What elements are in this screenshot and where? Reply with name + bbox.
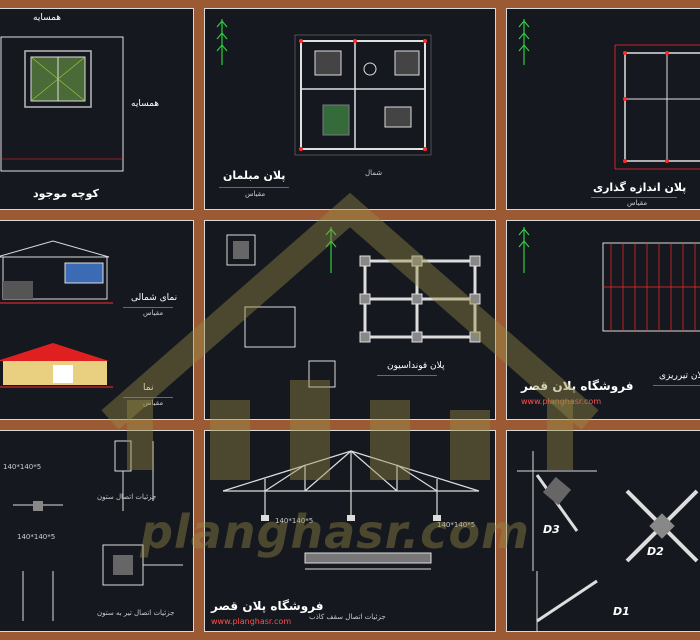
site-plan-drawing (0, 36, 124, 172)
beam-column-detail-note: جزئیات اتصال تیر به ستون (97, 609, 175, 617)
title-underline (219, 187, 289, 188)
column-detail-note: جزئیات اتصال ستون (97, 493, 157, 501)
store-url[interactable]: www.planghasr.com (521, 397, 602, 406)
foundation-plan-title: پلان فونداسیون (387, 361, 445, 371)
title-underline (377, 375, 437, 376)
furniture-plan-panel: پلان مبلمان مقیاس شمال (204, 8, 496, 210)
detail-d3-label: D3 (543, 523, 560, 536)
north-arrow (518, 227, 530, 273)
store-name: فروشگاه پلان قصر (211, 599, 324, 613)
north-elevation-title: نمای شمالی (131, 293, 178, 303)
furniture-plan-title: پلان مبلمان (223, 169, 286, 182)
beam-plan-panel: پلان تیرریزی فروشگاه پلان قصر www.plangh… (506, 220, 700, 420)
beam-plan-drawing (518, 227, 700, 332)
watermark-text: planghasr.com (140, 505, 530, 559)
dimension-plan-drawing (518, 19, 700, 170)
title-underline (653, 385, 700, 386)
elevation-title: نما (143, 383, 154, 393)
elevation-scale: مقیاس (143, 399, 164, 407)
ceiling-detail-note: جزئیات اتصال سقف کاذب (309, 613, 386, 621)
connection-details-panel: 140*140*5 140*140*5 جزئیات اتصال ستون جز… (0, 430, 194, 632)
dimension-plan-scale: مقیاس (627, 199, 648, 207)
elevations-panel: نمای شمالی مقیاس نما مقیاس (0, 220, 194, 420)
dimension-label-2: 140*140*5 (17, 533, 56, 541)
site-plan-panel: همسایه همسایه کوچه موجود (0, 8, 194, 210)
furniture-plan-drawing (216, 19, 432, 156)
title-underline (123, 307, 173, 308)
truss-detail-drawing (222, 450, 480, 570)
dimension-label-1: 140*140*5 (3, 463, 42, 471)
dimension-plan-title: پلان اندازه گذاری (593, 181, 687, 194)
top-neighbor-label: همسایه (33, 13, 62, 23)
north-elevation-scale: مقیاس (143, 309, 164, 317)
furniture-plan-scale: مقیاس (245, 190, 266, 198)
detail-d1-label: D1 (613, 605, 630, 618)
north-arrow (325, 227, 337, 273)
dimension-label-2: 140*140*5 (437, 521, 476, 529)
elevations-drawing (0, 240, 113, 388)
bracing-details-panel: D3 D2 D1 (506, 430, 700, 632)
foundation-plan-panel: پلان فونداسیون (204, 220, 496, 420)
store-name: فروشگاه پلان قصر (521, 379, 634, 393)
dimension-label-1: 140*140*5 (275, 517, 314, 525)
title-underline (123, 397, 173, 398)
connection-details-drawing (13, 440, 183, 621)
beam-plan-title: پلان تیرریزی (659, 371, 700, 381)
street-label: کوچه موجود (33, 187, 99, 200)
detail-d2-label: D2 (647, 545, 664, 558)
truss-detail-panel: 140*140*5 140*140*5 جزئیات اتصال سقف کاذ… (204, 430, 496, 632)
foundation-plan-drawing (226, 227, 481, 388)
north-arrow (518, 19, 530, 65)
store-url[interactable]: www.planghasr.com (211, 617, 292, 626)
north-label: شمال (365, 169, 383, 177)
title-underline (591, 197, 677, 198)
north-arrow (216, 19, 228, 65)
dimension-plan-panel: پلان اندازه گذاری مقیاس (506, 8, 700, 210)
bracing-details-drawing (517, 451, 699, 631)
neighbor-label: همسایه (131, 99, 160, 109)
